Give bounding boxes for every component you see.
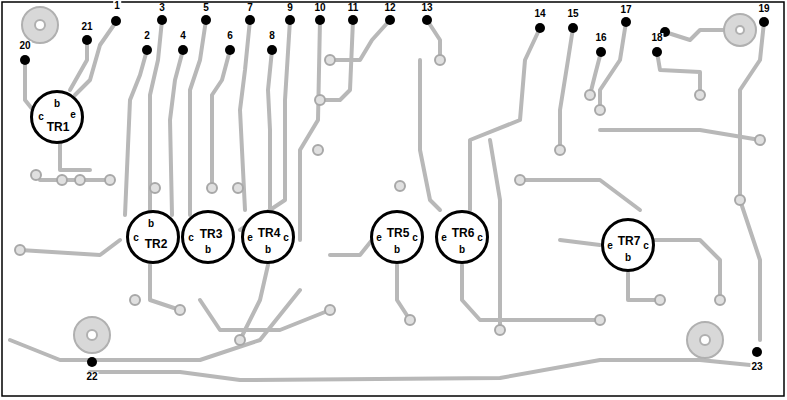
transistor-label: TR1	[47, 121, 70, 133]
board-outline	[2, 2, 784, 396]
transistor-label: TR2	[145, 238, 168, 250]
transistor-outline: e TR7c b	[601, 218, 655, 272]
pin-letter: b	[459, 245, 465, 255]
pad-number: 7	[246, 3, 254, 13]
mounting-holes	[22, 7, 756, 358]
transistor-outline: bcTR2	[126, 210, 180, 264]
pin-letter: e	[376, 233, 382, 243]
pin-letter: b	[394, 245, 400, 255]
transistor-outline: c TR3 b	[181, 210, 235, 264]
transistor-outline: e TR5c b	[370, 210, 424, 264]
solder-pads	[15, 25, 765, 345]
pin-letter: b	[625, 253, 631, 263]
transistor-outline: bc eTR1	[30, 90, 84, 144]
pin-letter: c	[133, 233, 139, 243]
transistor-label: TR6	[452, 227, 475, 239]
transistor-label: TR5	[387, 227, 410, 239]
pad-number: 2	[143, 31, 151, 41]
pad-number: 4	[179, 31, 187, 41]
pad-number: 20	[18, 41, 31, 51]
pin-letter: e	[70, 110, 76, 120]
pad-number: 10	[313, 3, 326, 13]
pin-letter: e	[607, 241, 613, 251]
transistor-label: TR3	[200, 228, 223, 240]
pad-number: 12	[383, 3, 396, 13]
pad-number: 11	[347, 3, 360, 13]
pad-number: 6	[226, 31, 234, 41]
transistor-label: TR7	[618, 235, 641, 247]
pin-letter: b	[265, 245, 271, 255]
pad-number: 5	[202, 3, 210, 13]
pad-number: 14	[533, 9, 546, 19]
pin-letter: c	[477, 233, 483, 243]
pin-letter: b	[205, 245, 211, 255]
pin-letter: c	[38, 112, 44, 122]
pin-letter: e	[441, 233, 447, 243]
transistor-label: TR4	[258, 227, 281, 239]
transistor-outline: e TR6c b	[435, 210, 489, 264]
pad-number: 21	[80, 22, 93, 32]
pad-number: 15	[566, 9, 579, 19]
pin-letter: b	[54, 99, 60, 109]
pin-letter: b	[148, 219, 154, 229]
pad-number: 9	[286, 3, 294, 13]
pad-number: 1	[113, 1, 121, 11]
pin-letter: c	[283, 233, 289, 243]
pad-number: 3	[158, 3, 166, 13]
pad-number: 19	[757, 4, 770, 14]
transistor-outline: e TR4c b	[241, 210, 295, 264]
pad-number: 8	[268, 31, 276, 41]
pad-number: 23	[750, 362, 763, 372]
pin-letter: c	[643, 241, 649, 251]
pad-number: 18	[650, 33, 663, 43]
pad-number: 16	[594, 33, 607, 43]
pin-letter: e	[247, 233, 253, 243]
pad-number: 22	[85, 372, 98, 382]
terminal-pads	[20, 15, 769, 367]
pin-letter: c	[412, 233, 418, 243]
copper-traces	[10, 20, 764, 380]
pad-number: 17	[619, 5, 632, 15]
pad-number: 13	[420, 3, 433, 13]
pin-letter: c	[188, 233, 194, 243]
